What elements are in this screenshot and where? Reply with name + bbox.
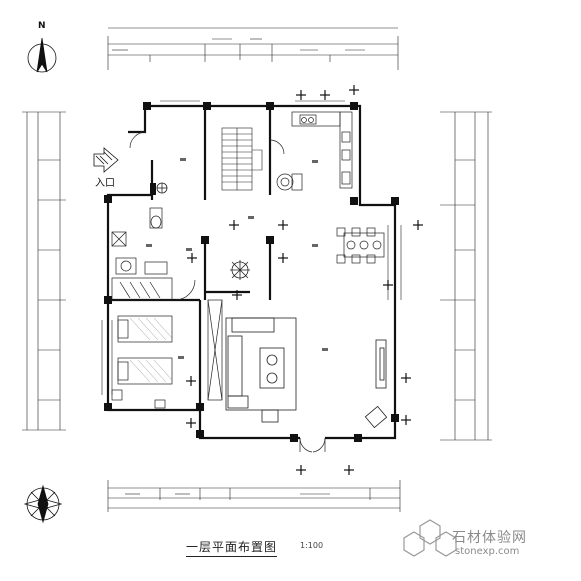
bedroom-furniture [111,299,223,409]
bed-hatch [129,317,173,383]
left-dimension-lines [22,111,66,431]
entrance-label: 入口 [95,178,115,189]
top-dimension-ticks [112,38,365,51]
room-label-marks [146,158,328,359]
drawing-title: 一层平面布置图 [186,538,278,557]
plant-symbols [156,182,250,280]
bathroom-fixtures [111,131,196,301]
compass-rose-icon [23,484,63,524]
drawing-scale: 1:100 [300,541,324,550]
kitchen-fixtures [269,111,353,191]
windows [101,100,402,395]
structural-columns [104,102,399,442]
north-label: N [38,21,46,31]
bottom-dimension-lines [107,480,401,512]
stonexp-logo-icon [403,519,457,557]
watermark-brand: 石材体验网 [452,530,527,546]
right-dimension-lines [440,111,492,441]
dining-table-set [336,227,385,264]
watermark-url: stonexp.com [455,546,520,557]
grid-markers [186,85,423,475]
living-room-furniture [225,317,388,429]
top-dimension-lines [107,27,399,70]
front-doors [299,437,326,453]
entrance-arrow-icon [93,147,119,173]
staircase [221,127,263,191]
north-arrow-icon [27,37,57,73]
